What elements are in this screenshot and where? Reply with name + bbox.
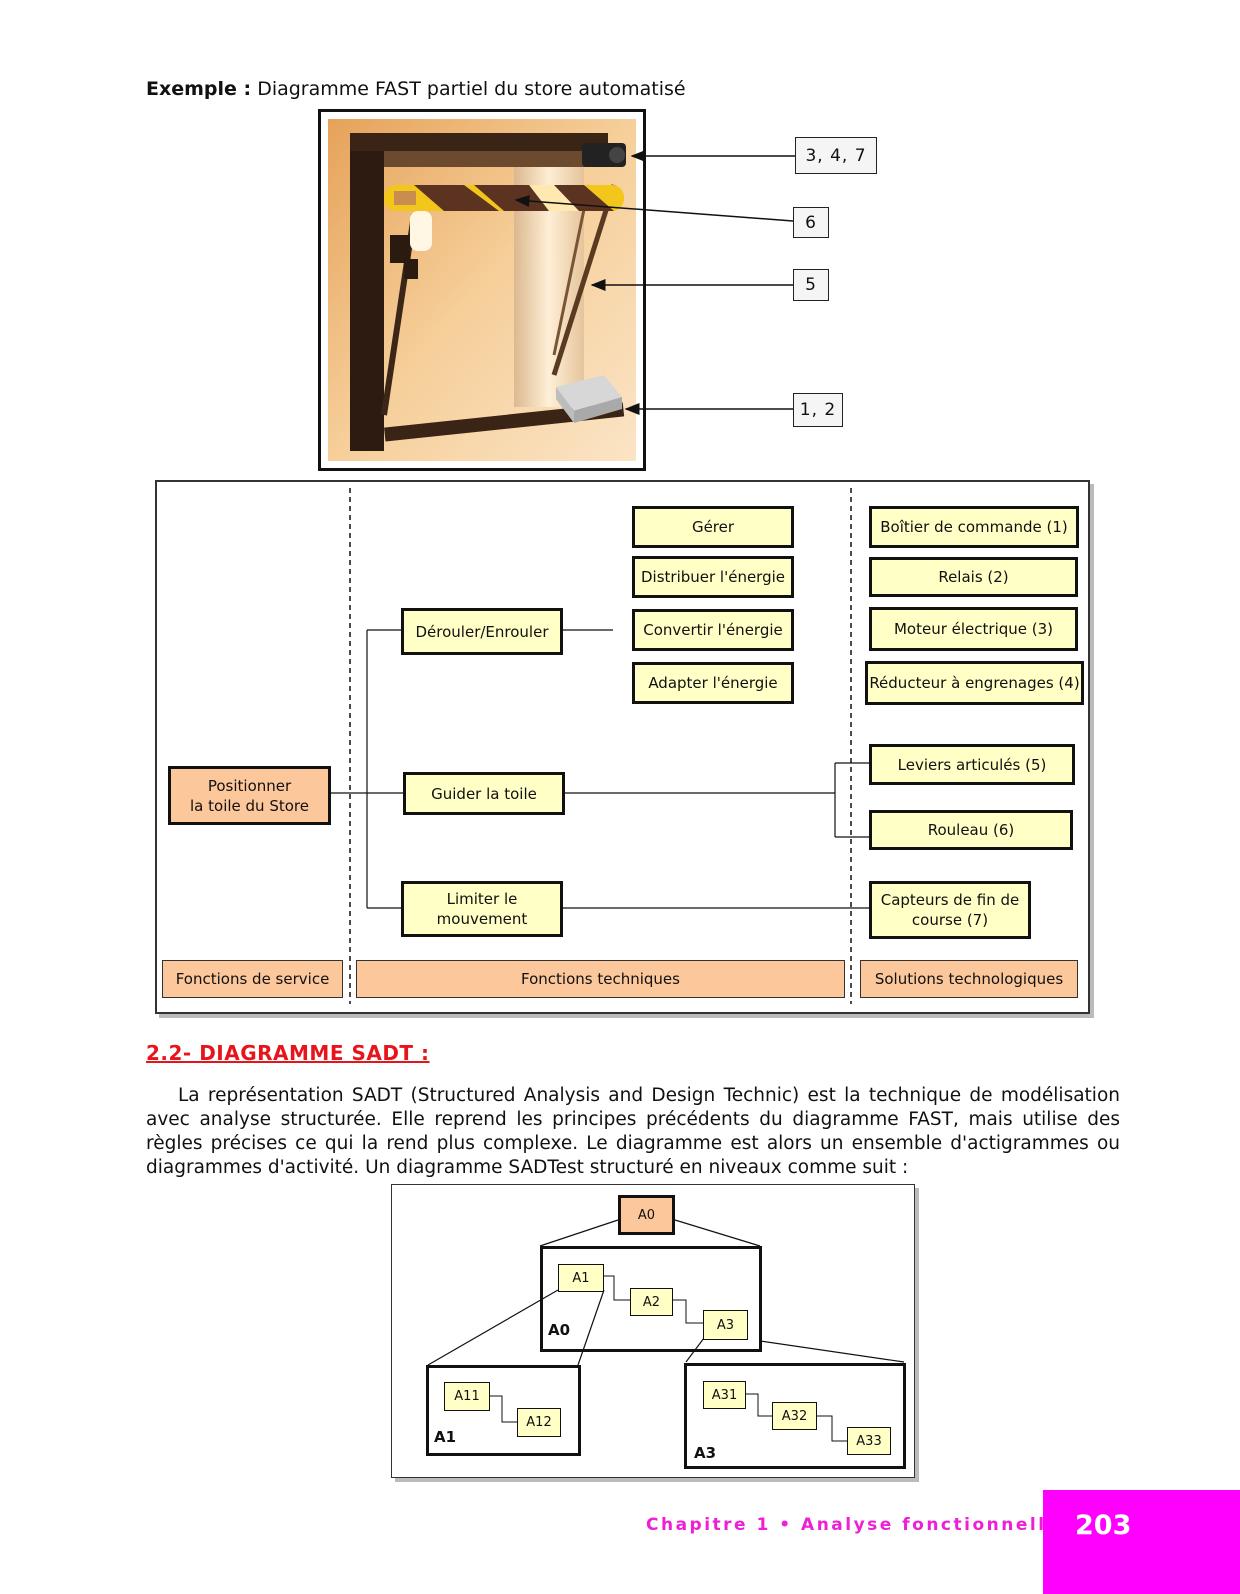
sadt-paragraph: La représentation SADT (Structured Analy… [146,1084,1120,1180]
tech-function-derouler: Dérouler/Enrouler [401,608,563,655]
example-text: Diagramme FAST partiel du store automati… [257,78,686,100]
solution-rouleau: Rouleau (6) [869,810,1073,850]
sadt-a1: A1 [558,1264,604,1292]
sub-function-label: Convertir l'énergie [643,621,783,639]
sadt-connectors [427,1219,905,1442]
section-title: 2.2- DIAGRAMME SADT : [146,1041,430,1065]
solution-label: Moteur électrique (3) [893,620,1054,638]
sub-function-gerer: Gérer [632,506,794,548]
page-number-box: 203 [1043,1490,1240,1594]
sadt-a3-detail-label: A3 [694,1444,717,1462]
sub-function-label: Gérer [691,518,735,536]
solution-label: Leviers articulés (5) [897,755,1047,774]
sadt-a1-detail-box: A1 [426,1365,581,1456]
sadt-a33: A33 [847,1427,891,1455]
store-photo-illustration [324,115,640,465]
page-number: 203 [1075,1510,1132,1541]
tech-function-label: Limiter le mouvement [436,890,528,928]
service-function-box: Positionner la toile du Store [168,766,331,825]
callout-3-4-7: 3, 4, 7 [795,137,877,174]
sub-function-label: Adapter l'énergie [648,674,778,692]
sadt-level1-box: A0 [540,1246,762,1352]
tech-function-label: Guider la toile [431,784,537,803]
sadt-a12: A12 [517,1408,561,1437]
sadt-a3-detail-box: A3 [684,1363,906,1469]
solution-moteur: Moteur électrique (3) [869,607,1078,651]
legend-technical: Fonctions techniques [356,960,845,998]
sub-function-adapter: Adapter l'énergie [632,662,794,704]
callout-5: 5 [793,269,829,301]
sadt-a3: A3 [703,1310,748,1340]
sub-function-label: Distribuer l'énergie [640,568,786,586]
sadt-a31: A31 [703,1381,746,1409]
example-caption: Exemple : Diagramme FAST partiel du stor… [146,78,686,100]
example-label: Exemple : [146,78,252,100]
fast-connectors [331,488,871,1004]
solution-capteurs: Capteurs de fin de course (7) [869,881,1031,939]
store-photo [318,109,646,471]
sadt-level1-label: A0 [548,1321,571,1339]
paragraph-line: La représentation SADT (Structured Analy… [178,1085,1120,1106]
solution-relais: Relais (2) [869,557,1078,597]
sub-function-distribuer: Distribuer l'énergie [632,556,794,598]
sadt-a1-detail-label: A1 [434,1428,457,1446]
paragraph-line: avec analyse structurée. Elle reprend le… [146,1109,1120,1130]
tech-function-limiter: Limiter le mouvement [401,881,563,937]
callout-arrows [514,150,795,415]
tech-function-guider: Guider la toile [403,772,565,815]
paragraph-line: diagrammes d'activité. Un diagramme SADT… [146,1157,909,1178]
sadt-a0-top: A0 [618,1195,675,1235]
legend-solutions: Solutions technologiques [860,960,1078,998]
solution-label: Réducteur à engrenages (4) [869,674,1080,692]
solution-label: Capteurs de fin de course (7) [880,891,1020,929]
chapter-footer: Chapitre 1 • Analyse fonctionnelle [646,1515,1061,1535]
sadt-a32: A32 [772,1402,817,1430]
service-function-label: Positionner la toile du Store [190,776,309,815]
sadt-a2: A2 [630,1288,673,1316]
paragraph-line: règles précises ce qui la rend plus comp… [146,1133,1120,1154]
solution-label: Boîtier de commande (1) [880,518,1068,536]
callout-6: 6 [793,207,829,238]
tech-function-label: Dérouler/Enrouler [415,622,549,641]
sub-function-convertir: Convertir l'énergie [632,609,794,651]
solution-reducteur: Réducteur à engrenages (4) [865,661,1084,705]
solution-boitier: Boîtier de commande (1) [869,506,1079,548]
solution-label: Rouleau (6) [927,821,1015,839]
legend-service: Fonctions de service [162,960,343,998]
sadt-a11: A11 [444,1382,490,1411]
callout-1-2: 1, 2 [793,393,843,427]
solution-leviers: Leviers articulés (5) [869,744,1075,785]
solution-label: Relais (2) [938,568,1009,586]
